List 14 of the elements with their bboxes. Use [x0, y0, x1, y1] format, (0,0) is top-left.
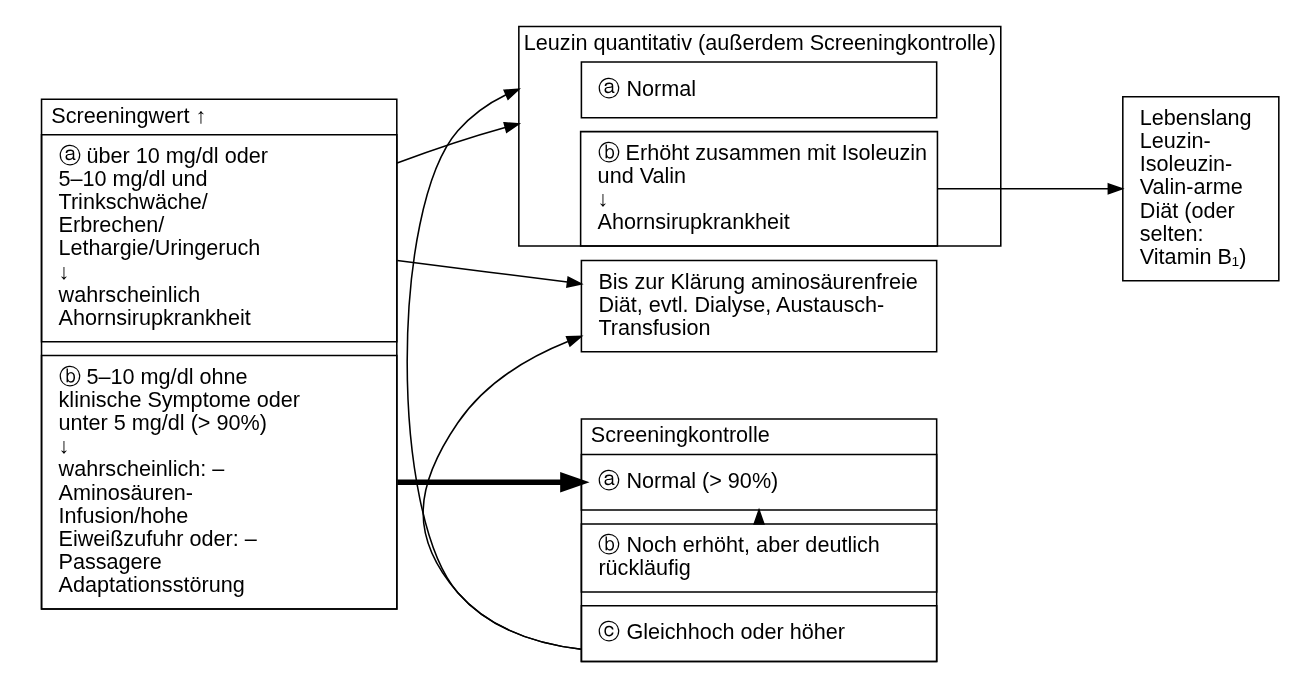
- node-box: ⓒ Gleichhoch oder höher: [580, 605, 937, 663]
- node-box: Lebenslang Leuzin-Isoleuzin-Valin-arme Diät (oder selten: Vitamin B₁): [1121, 96, 1280, 282]
- arrow: [421, 335, 583, 651]
- node-box: ⓐ über 10 mg/dl oder 5–10 mg/dl und Trinkschwäche/ Erbrechen/ Lethargie/Uringeruch ↓ wahrscheinlich Ahornsirupkrankheit: [40, 133, 398, 343]
- arrow: [395, 121, 521, 164]
- node-box: ⓑ Erhöht zusammen mit Isoleuzin und Valin ↓ Ahornsirupkrankheit: [579, 130, 938, 247]
- node-box: ⓐ Normal (> 90%): [580, 453, 937, 511]
- node-box: ⓑ 5–10 mg/dl ohne klinische Symptome oder unter 5 mg/dl (> 90%) ↓ wahrscheinlich: – Aminosäuren-Infusion/hohe Eiweißzufuhr oder: – Passagere Adaptationsstörung: [40, 354, 398, 610]
- arrow: [396, 471, 590, 493]
- node-box: Bis zur Klärung aminosäurenfreie Diät, evtl. Dialyse, Austausch-Transfusion: [580, 259, 937, 353]
- arrow: [936, 182, 1125, 195]
- node-box: ⓐ Normal: [580, 61, 937, 119]
- arrow: [395, 259, 584, 288]
- arrow: [405, 88, 582, 651]
